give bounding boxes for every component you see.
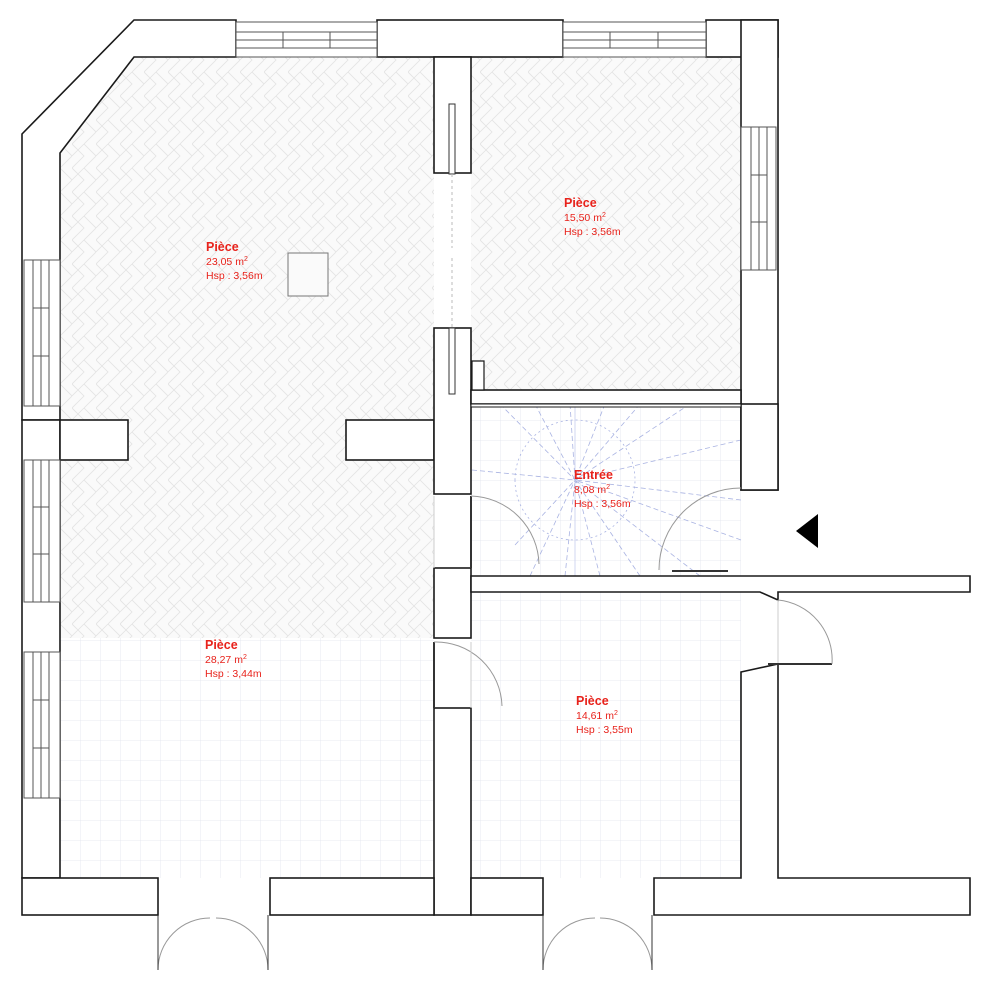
room-area-value: 14,61 m — [576, 710, 614, 723]
door-room5-side — [768, 599, 833, 665]
chimney — [287, 252, 329, 297]
room-height: Hsp : 3,56m — [574, 497, 631, 510]
staircase — [471, 403, 742, 577]
sliding-door — [448, 103, 456, 395]
windows — [23, 21, 777, 799]
window-top-right — [562, 21, 707, 58]
area-exponent: 2 — [242, 654, 247, 662]
room-floor-4-parquet — [60, 460, 434, 638]
wall-room5-right — [653, 663, 971, 916]
room-area: 23,05 m2 — [206, 255, 263, 270]
room-label-1: Pièce 23,05 m2 Hsp : 3,56m — [206, 239, 263, 284]
wall-corridor-top-right — [345, 419, 435, 461]
room-area-value: 28,27 m — [205, 654, 243, 667]
room-height: Hsp : 3,55m — [576, 723, 633, 736]
window-top-left — [235, 21, 378, 58]
room-area-value: 8,08 m — [574, 484, 607, 497]
wall-stair-right — [740, 403, 779, 491]
duct — [471, 360, 485, 391]
wall-bedroom-bottom — [470, 389, 742, 405]
wall-bottom-middle — [269, 877, 435, 916]
room-area: 28,27 m2 — [205, 653, 262, 668]
room-height: Hsp : 3,56m — [206, 269, 263, 282]
room-name: Pièce — [576, 694, 609, 708]
area-exponent: 2 — [601, 212, 606, 220]
door-bottom-right — [542, 915, 653, 971]
room-area-value: 15,50 m — [564, 212, 602, 225]
room-area-value: 23,05 m — [206, 256, 244, 269]
doors — [157, 487, 833, 971]
door-front — [658, 487, 742, 572]
room-floor-2 — [471, 57, 740, 390]
area-exponent: 2 — [243, 256, 248, 264]
door-entrance-hall — [433, 495, 540, 568]
room-name: Entrée — [574, 468, 613, 482]
room-label-5: Pièce 14,61 m2 Hsp : 3,55m — [576, 693, 633, 738]
room-area: 15,50 m2 — [564, 211, 621, 226]
wall-entrance-bottom — [470, 575, 971, 602]
wall-left-bottom — [21, 877, 159, 916]
corridor-floor — [128, 420, 346, 460]
area-exponent: 2 — [613, 710, 618, 718]
room-name: Pièce — [564, 196, 597, 210]
window-left-2 — [23, 459, 61, 603]
room-name: Pièce — [206, 240, 239, 254]
room-name: Pièce — [205, 638, 238, 652]
door-room4-to-room5 — [433, 641, 503, 708]
window-left-1 — [23, 259, 61, 407]
wall-bottom-center — [470, 877, 544, 916]
room-label-2: Pièce 15,50 m2 Hsp : 3,56m — [564, 195, 621, 240]
room-area: 14,61 m2 — [576, 709, 633, 724]
room-area: 8,08 m2 — [574, 483, 631, 498]
room-label-3: Entrée 8,08 m2 Hsp : 3,56m — [574, 467, 631, 512]
window-right — [740, 126, 777, 271]
room-height: Hsp : 3,44m — [205, 667, 262, 680]
area-exponent: 2 — [606, 484, 611, 492]
wall-partition-bottom — [433, 707, 472, 916]
wall-partition-low — [433, 567, 472, 639]
wall-stair-block — [470, 403, 742, 408]
wall-corridor-top-left — [59, 419, 129, 461]
room-height: Hsp : 3,56m — [564, 225, 621, 238]
room-label-4: Pièce 28,27 m2 Hsp : 3,44m — [205, 637, 262, 682]
room-floor-5 — [471, 592, 741, 878]
room-floor-4-tiles — [60, 638, 434, 878]
room-floor-1 — [60, 57, 434, 420]
entrance-arrow-icon — [796, 514, 818, 548]
wall-top-middle — [376, 19, 564, 58]
window-left-3 — [23, 651, 61, 799]
door-bottom-left — [157, 915, 269, 971]
walls — [21, 19, 971, 916]
